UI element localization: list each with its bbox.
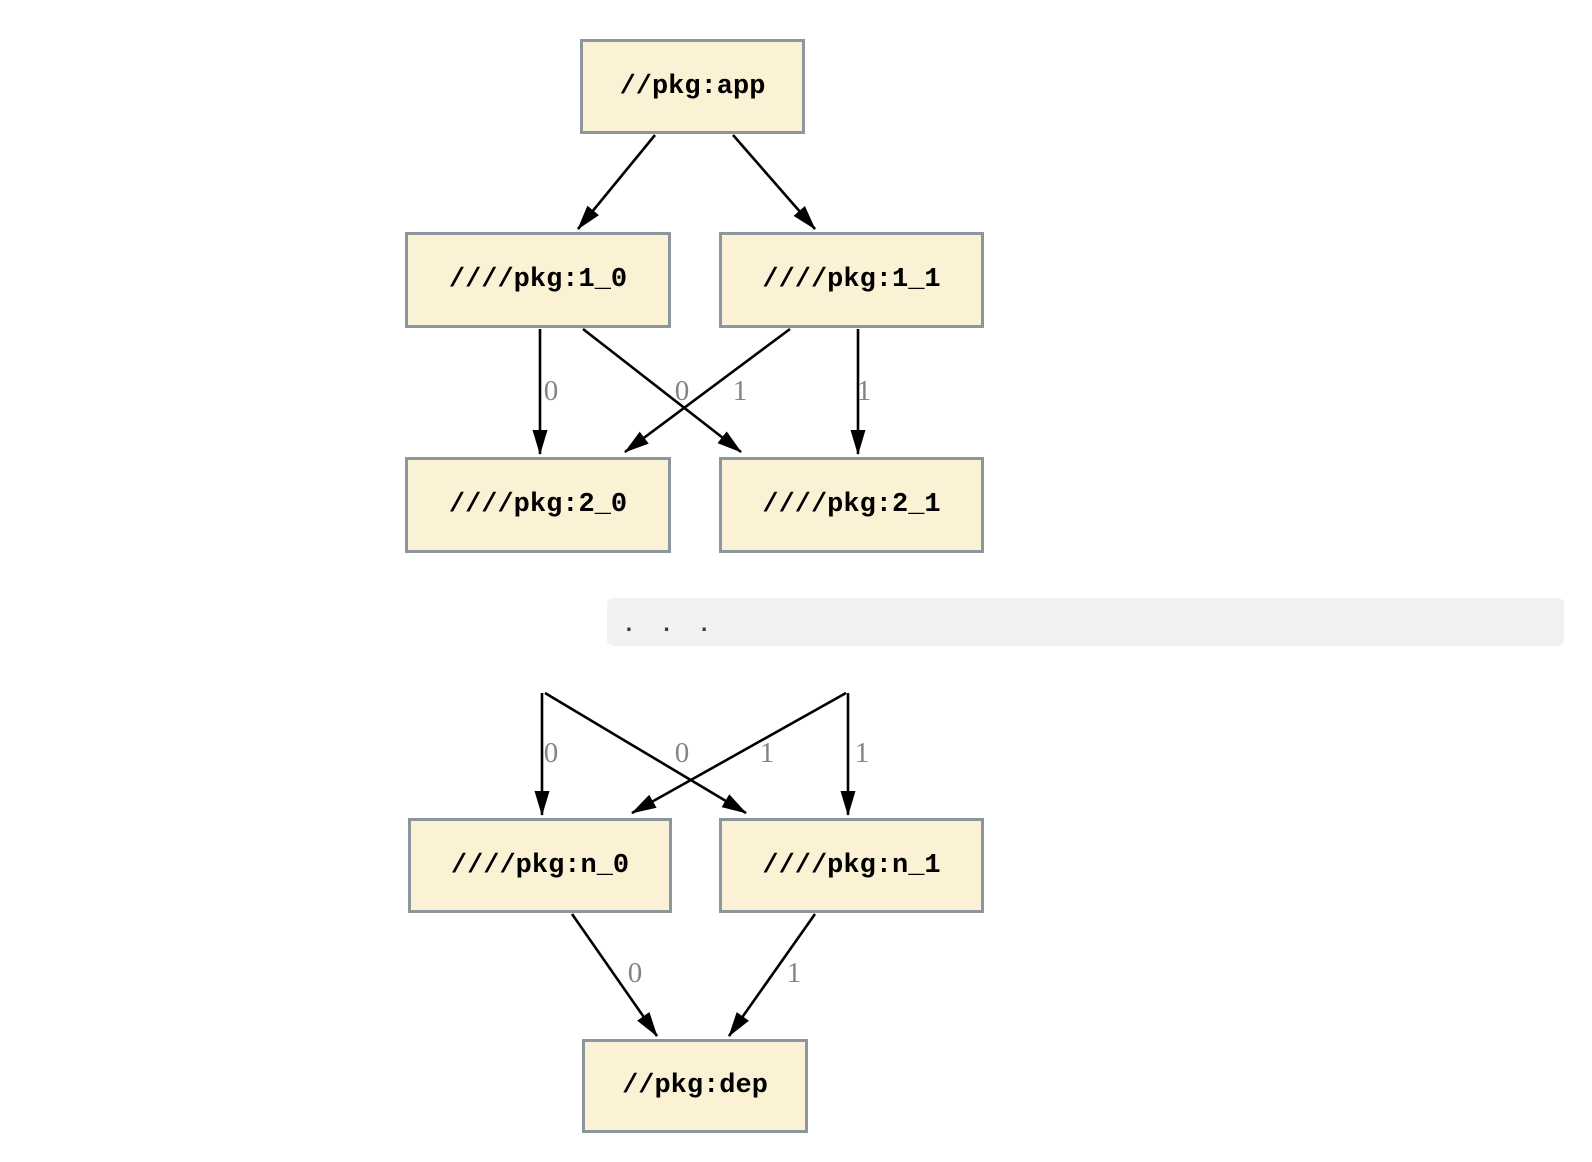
edge-label: 1	[854, 737, 870, 769]
edge-label: 1	[786, 957, 802, 989]
edge-dots-n_0-cross	[631, 691, 847, 815]
node-pkg-n_1: ////pkg:n_1	[719, 818, 984, 913]
node-pkg-n_0: ////pkg:n_0	[408, 818, 672, 913]
edge-1_1-2_0	[624, 327, 791, 454]
node-pkg-app: //pkg:app	[580, 39, 805, 134]
node-pkg-1_0: ////pkg:1_0	[405, 232, 671, 328]
edge-label: 0	[543, 375, 559, 407]
edge-label: 1	[856, 375, 872, 407]
edge-label: 0	[674, 375, 690, 407]
ellipsis-band: . . .	[607, 598, 1564, 646]
edge-label: 0	[674, 737, 690, 769]
edge-label: 1	[732, 375, 748, 407]
ellipsis-dots: . . .	[622, 612, 717, 638]
node-pkg-dep: //pkg:dep	[582, 1039, 808, 1133]
edge-label: 0	[543, 737, 559, 769]
node-pkg-2_0: ////pkg:2_0	[405, 457, 671, 553]
node-pkg-1_1: ////pkg:1_1	[719, 232, 984, 328]
node-pkg-2_1: ////pkg:2_1	[719, 457, 984, 553]
edge-label: 0	[627, 957, 643, 989]
edge-app-1_0	[576, 134, 657, 230]
edge-dots-n_1-cross	[544, 691, 747, 815]
edge-app-1_1	[732, 134, 816, 230]
edge-1_0-2_1	[582, 327, 742, 454]
edge-label: 1	[759, 737, 775, 769]
